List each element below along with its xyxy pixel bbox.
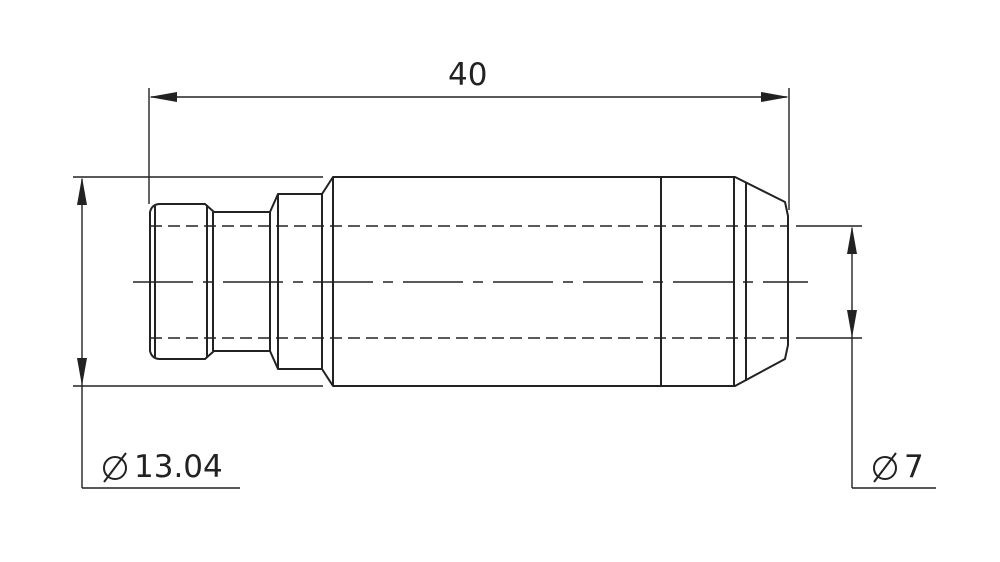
dim-bore-diameter (796, 225, 936, 489)
arrowhead-left (149, 92, 177, 102)
dim-length (148, 88, 790, 210)
dimension-outer-diameter-value: 13.04 (134, 448, 223, 485)
dimension-bore-diameter: 7 (870, 450, 924, 484)
arrowhead-bore-bottom (847, 310, 857, 338)
dimension-outer-diameter: 13.04 (100, 450, 223, 484)
dim-outer-diameter (73, 176, 323, 489)
diameter-symbol-icon (873, 452, 897, 483)
dimension-length-value: 40 (448, 57, 488, 93)
diameter-symbol-icon (103, 452, 127, 483)
arrowhead-right (761, 92, 789, 102)
hidden-bore-lines (150, 225, 788, 339)
part-profile (149, 176, 789, 387)
dimension-bore-diameter-value: 7 (904, 448, 924, 485)
arrowhead-bottom (77, 358, 87, 386)
arrowhead-top (77, 177, 87, 205)
arrowhead-bore-top (847, 226, 857, 254)
